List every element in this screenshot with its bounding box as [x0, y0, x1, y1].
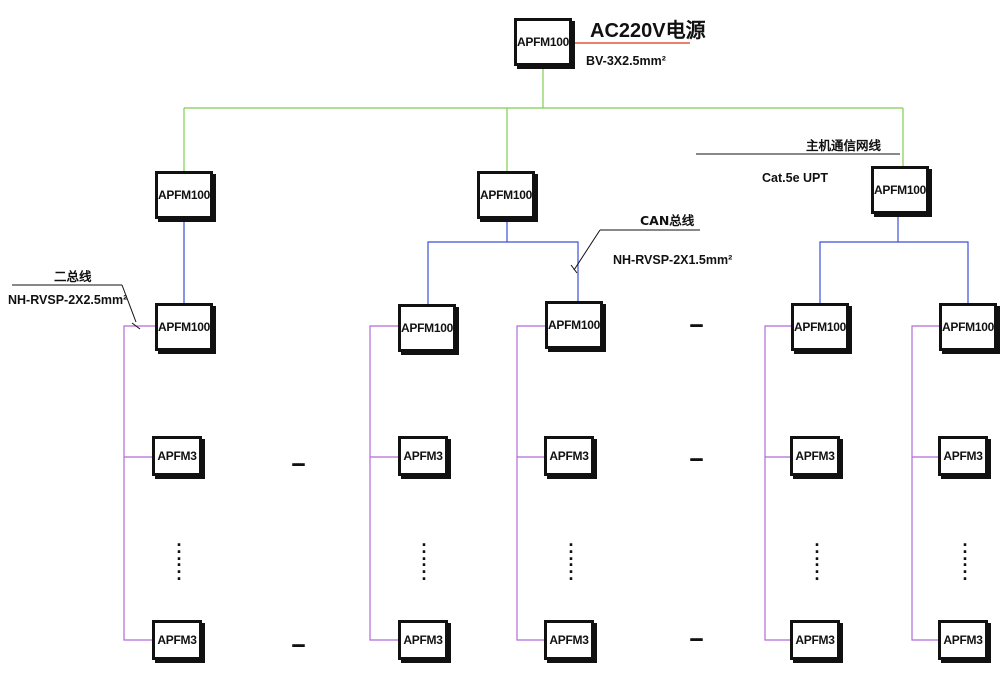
ellipsis-col-3: ...... — [568, 530, 574, 584]
power-title: AC220V电源 — [590, 20, 706, 42]
two-bus-col-3 — [516, 325, 546, 641]
two-bus-spec: NH-RVSP-2X2.5mm² — [8, 293, 128, 307]
two-bus-leader-tick — [131, 322, 141, 330]
door-module-5-1: APFM3 — [938, 436, 988, 476]
door-module-3-1: APFM3 — [544, 436, 594, 476]
two-bus-col-5 — [911, 325, 942, 641]
door-module-1-n: APFM3 — [152, 620, 202, 660]
can-bus-spec: NH-RVSP-2X1.5mm² — [613, 253, 733, 267]
two-bus-leader-diag — [121, 284, 137, 323]
ellipsis-zone-row: ...... — [689, 311, 704, 331]
host-module-right: APFM100 — [871, 166, 929, 214]
ellipsis-col-1: ...... — [176, 530, 182, 584]
zone-module-5: APFM100 — [939, 303, 997, 351]
power-module: APFM100 — [514, 18, 572, 66]
two-bus-col-1 — [123, 325, 158, 641]
host-module-left: APFM100 — [155, 171, 213, 219]
host-network-title: 主机通信网线 — [806, 138, 882, 153]
can-bus-leader-diag — [573, 229, 601, 271]
ellipsis-row-n-left: ...... — [291, 631, 306, 651]
can-bus-title: CAN总线 — [640, 213, 695, 228]
two-bus-col-2 — [369, 325, 401, 641]
ellipsis-row-1-right: ...... — [689, 445, 704, 465]
can-bus-center — [427, 241, 579, 305]
ellipsis-col-2: ...... — [421, 530, 427, 584]
can-bus-right — [819, 241, 969, 304]
ellipsis-row-1-left: ...... — [291, 450, 306, 470]
door-module-5-n: APFM3 — [938, 620, 988, 660]
door-module-3-n: APFM3 — [544, 620, 594, 660]
network-tree — [183, 67, 904, 172]
two-bus-lines — [123, 325, 942, 641]
host-network-spec: Cat.5e UPT — [762, 171, 828, 185]
ellipsis-row-n-right: ...... — [689, 625, 704, 645]
door-module-2-1: APFM3 — [398, 436, 448, 476]
zone-module-4: APFM100 — [791, 303, 849, 351]
power-cable-spec: BV-3X2.5mm² — [586, 54, 666, 68]
can-bus-leader-tick — [570, 264, 578, 274]
door-module-4-n: APFM3 — [790, 620, 840, 660]
door-module-4-1: APFM3 — [790, 436, 840, 476]
two-bus-col-4 — [764, 325, 793, 641]
zone-module-3: APFM100 — [545, 301, 603, 349]
host-module-center: APFM100 — [477, 171, 535, 219]
two-bus-title: 二总线 — [54, 269, 92, 284]
zone-module-2: APFM100 — [398, 304, 456, 352]
zone-module-1: APFM100 — [155, 303, 213, 351]
door-module-1-1: APFM3 — [152, 436, 202, 476]
ellipsis-col-4: ...... — [814, 530, 820, 584]
can-bus-lines — [183, 216, 969, 306]
door-module-2-n: APFM3 — [398, 620, 448, 660]
annotation-leaders — [12, 153, 900, 330]
ellipsis-col-5: ...... — [962, 530, 968, 584]
